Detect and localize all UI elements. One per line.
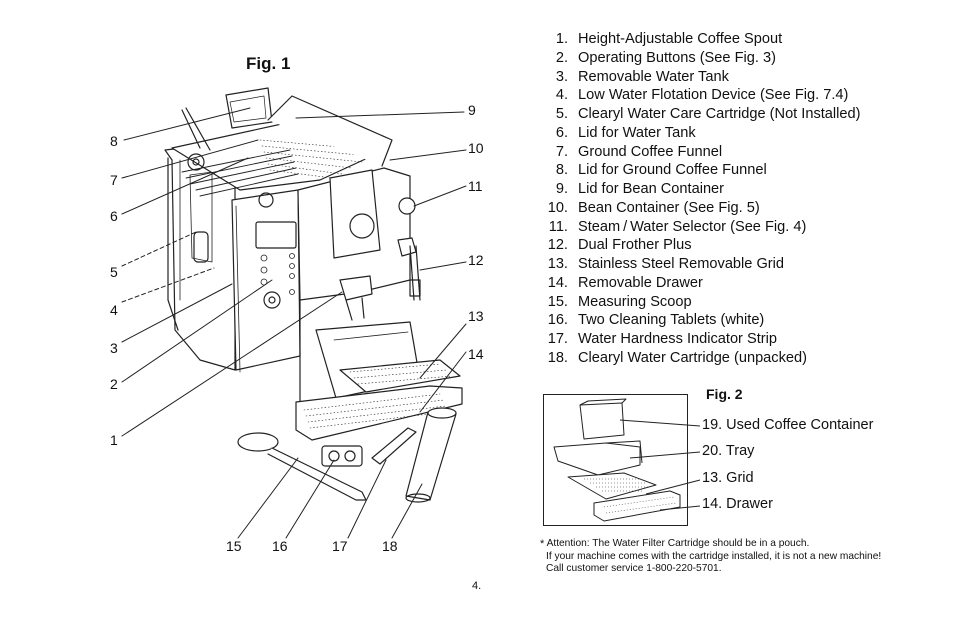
asterisk: * [540,538,545,550]
list-item: 2.Operating Buttons (See Fig. 3) [555,49,776,66]
list-item: 12.Dual Frother Plus [547,237,692,254]
callout-14: 14 [468,346,484,362]
list-item: 11.Steam / Water Selector (See Fig. 4) [548,218,807,235]
fig2-label-tray: 20. Tray [702,443,755,459]
attention-line-1: Attention: The Water Filter Cartridge sh… [546,538,810,549]
callout-4: 4 [110,302,118,318]
list-item: 10.Bean Container (See Fig. 5) [547,199,760,216]
figure2-illustration-frame [543,394,688,526]
figure2-title: Fig. 2 [706,386,743,402]
list-item: 13.Stainless Steel Removable Grid [547,256,785,272]
callout-9: 9 [468,102,476,118]
callout-15: 15 [226,538,242,554]
callout-10: 10 [468,140,484,156]
list-item: 17.Water Hardness Indicator Strip [547,331,777,347]
callout-8: 8 [110,133,118,149]
list-item: 14.Removable Drawer [547,274,703,291]
callout-18: 18 [382,538,398,554]
list-item: 6.Lid for Water Tank [555,124,696,141]
attention-line-2: If your machine comes with the cartridge… [546,550,882,562]
page-number: 4. [472,580,482,592]
figure1-title: Fig. 1 [246,54,291,73]
attention-line-3: Call customer service 1-800-220-5701. [546,563,722,575]
list-item: 7.Ground Coffee Funnel [555,143,723,160]
callout-6: 6 [110,208,118,224]
callout-3: 3 [110,340,118,356]
callout-7: 7 [110,172,118,188]
fig2-label-grid: 13. Grid [702,470,754,486]
drawer-illustration [553,398,681,522]
list-item: 9.Lid for Bean Container [555,181,725,197]
list-item: 15.Measuring Scoop [547,293,692,310]
callout-13: 13 [468,308,484,324]
list-item: 16.Two Cleaning Tablets (white) [547,312,765,329]
callout-16: 16 [272,538,288,554]
list-item: 18.Clearyl Water Cartridge (unpacked) [547,349,807,366]
fig2-label-drawer: 14. Drawer [702,496,773,512]
callout-2: 2 [110,376,118,392]
list-item: 8.Lid for Ground Coffee Funnel [555,162,767,179]
callout-12: 12 [468,252,484,268]
list-item: 1.Height-Adjustable Coffee Spout [555,31,783,47]
callout-11: 11 [468,178,483,194]
fig2-label-used-coffee-container: 19. Used Coffee Container [702,417,874,433]
callout-17: 17 [332,538,348,554]
list-item: 3.Removable Water Tank [555,68,729,85]
attention-note: * Attention: The Water Filter Cartridge … [540,538,881,576]
parts-list: 1.Height-Adjustable Coffee Spout 2.Opera… [538,31,861,369]
list-item: 4.Low Water Flotation Device (See Fig. 7… [555,87,849,104]
callout-1: 1 [110,432,118,448]
list-item: 5.Clearyl Water Care Cartridge (Not Inst… [555,106,861,122]
callout-5: 5 [110,264,118,280]
